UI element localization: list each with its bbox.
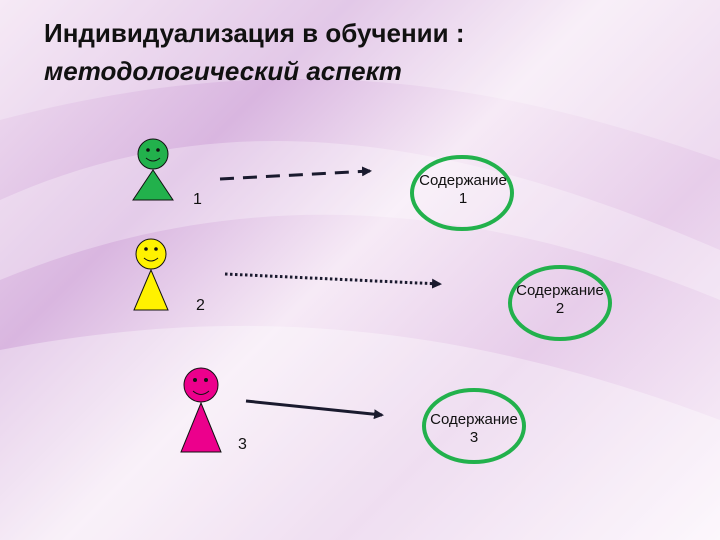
content-oval-1 bbox=[410, 155, 514, 231]
arrow-3 bbox=[245, 399, 384, 420]
slide-title: Индивидуализация в обучении : методологи… bbox=[44, 14, 684, 90]
content-number-2: 2 bbox=[555, 300, 565, 317]
arrow-1 bbox=[219, 166, 372, 181]
row-number-1: 1 bbox=[193, 191, 202, 208]
row-number-3: 3 bbox=[238, 436, 247, 453]
content-word-3: Содержание bbox=[430, 411, 518, 428]
title-line-2: методологический аспект bbox=[44, 56, 402, 86]
content-number-3: 3 bbox=[469, 429, 479, 446]
learner-figure-2 bbox=[133, 238, 169, 311]
title-line-1: Индивидуализация в обучении : bbox=[44, 18, 465, 48]
learner-figure-3 bbox=[180, 367, 222, 453]
content-word-2: Содержание bbox=[516, 282, 604, 299]
content-oval-2 bbox=[508, 265, 612, 341]
row-number-2: 2 bbox=[196, 297, 205, 314]
learner-figure-1 bbox=[132, 138, 174, 201]
content-label-2: Содержание 2 bbox=[505, 282, 615, 318]
content-label-1: Содержание 1 bbox=[408, 172, 518, 208]
content-number-1: 1 bbox=[458, 190, 468, 207]
content-word-1: Содержание bbox=[419, 172, 507, 189]
arrow-2 bbox=[224, 272, 442, 289]
content-oval-3 bbox=[422, 388, 526, 464]
content-label-3: Содержание 3 bbox=[419, 411, 529, 447]
